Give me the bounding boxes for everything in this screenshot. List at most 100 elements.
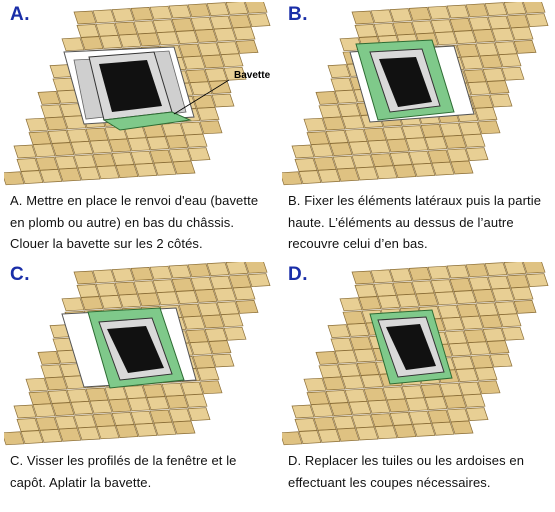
roof-tile (187, 3, 211, 18)
roof-tile (172, 160, 196, 175)
roof-tile (16, 158, 40, 172)
roof-tile (85, 387, 109, 402)
roof-tile (35, 416, 59, 431)
window-frame (88, 51, 173, 121)
roof-tile (228, 14, 252, 29)
roof-tile (47, 390, 71, 404)
roof-tile (411, 280, 435, 295)
roof-tile (25, 117, 49, 132)
roof-tile (149, 409, 173, 424)
roof-tile (329, 402, 353, 416)
roof-tile (351, 414, 375, 429)
roof-tile (73, 10, 97, 25)
roof-tile (351, 270, 375, 285)
roof-tile (503, 2, 527, 15)
roof-tile (130, 150, 154, 165)
roof-tile (472, 29, 496, 43)
roof-illustration-c (4, 262, 271, 446)
roof-tile (489, 93, 513, 108)
roof-tile (153, 421, 177, 436)
window-profiles (87, 307, 185, 389)
roof-tile (209, 15, 233, 30)
roof-tile (216, 41, 240, 55)
roof-tile (133, 280, 157, 295)
roof-tile (220, 313, 244, 328)
roof-tile (439, 122, 463, 137)
roof-tile (458, 121, 482, 136)
roof-tile (510, 26, 534, 41)
roof-tile (247, 273, 271, 287)
roof-tile (337, 363, 361, 377)
roof-tile (405, 137, 429, 152)
roof-tile (32, 143, 56, 158)
roof-tile (484, 262, 508, 276)
roof-tile (206, 2, 230, 16)
roof-tile (99, 35, 123, 49)
roof-tile (178, 303, 202, 318)
roof-tile (282, 431, 303, 446)
roof-tile (152, 19, 176, 33)
roof-tile (61, 37, 85, 52)
callout-line (173, 79, 230, 115)
roof-tile (465, 147, 489, 161)
roof-tile (73, 270, 97, 285)
roof-tile (342, 310, 366, 325)
roof-tile (373, 282, 397, 297)
roof-tile (468, 276, 492, 291)
roof-tile (13, 404, 37, 419)
roof-tile (322, 116, 346, 131)
roof-tile (180, 381, 204, 396)
roof-tile (196, 367, 220, 381)
roof-tile (213, 27, 237, 42)
roof-tile (415, 292, 439, 307)
roof-tile (367, 139, 391, 154)
roof-tile (501, 326, 525, 341)
roof-tile (374, 425, 398, 440)
roof-tile (204, 68, 228, 82)
roof-tile (479, 54, 503, 69)
roof-tile (446, 148, 470, 163)
roof-tile (460, 315, 484, 330)
roof-tile (370, 153, 394, 167)
roof-tile (462, 393, 486, 408)
roof-tile (377, 295, 401, 309)
roof-tile (40, 364, 64, 379)
roof-tile (153, 161, 177, 176)
roof-tile (178, 43, 202, 58)
roof-tile (39, 169, 63, 183)
roof-tile (201, 54, 225, 69)
roof-tile (156, 291, 180, 306)
roof-tile (182, 55, 206, 70)
roof-tile (427, 265, 451, 280)
roof-tile (137, 32, 161, 47)
roof-tile (322, 376, 346, 391)
roof-tile (386, 138, 410, 153)
roof-tile (211, 353, 235, 368)
roof-tile (437, 304, 461, 319)
roof-tile (363, 127, 387, 142)
roof-tile (330, 77, 354, 92)
roof-tile (44, 116, 68, 131)
roof-tile (206, 262, 230, 276)
roof-tile (291, 144, 315, 159)
step-letter: D. (288, 264, 308, 285)
roof-tile (92, 413, 116, 427)
roof-tile (348, 141, 372, 155)
roof-tile (453, 290, 477, 304)
roof-tile (192, 354, 216, 369)
roof-tile (161, 382, 185, 397)
roof-tile (201, 314, 225, 329)
roof-tile (427, 5, 451, 20)
roof-tile (185, 329, 209, 343)
roof-tile (450, 420, 474, 435)
step-panel-c: C. C. Visser les profilés de la fenêtre … (4, 262, 274, 512)
roof-tile (130, 267, 154, 281)
roof-tile (51, 142, 75, 156)
roof-tile (450, 160, 474, 175)
bavette-flashing (102, 111, 192, 131)
roof-tile (427, 149, 451, 164)
roof-tile (35, 156, 59, 171)
roof-tile (482, 328, 506, 342)
roof-tile (458, 381, 482, 396)
roof-tile (235, 300, 259, 314)
